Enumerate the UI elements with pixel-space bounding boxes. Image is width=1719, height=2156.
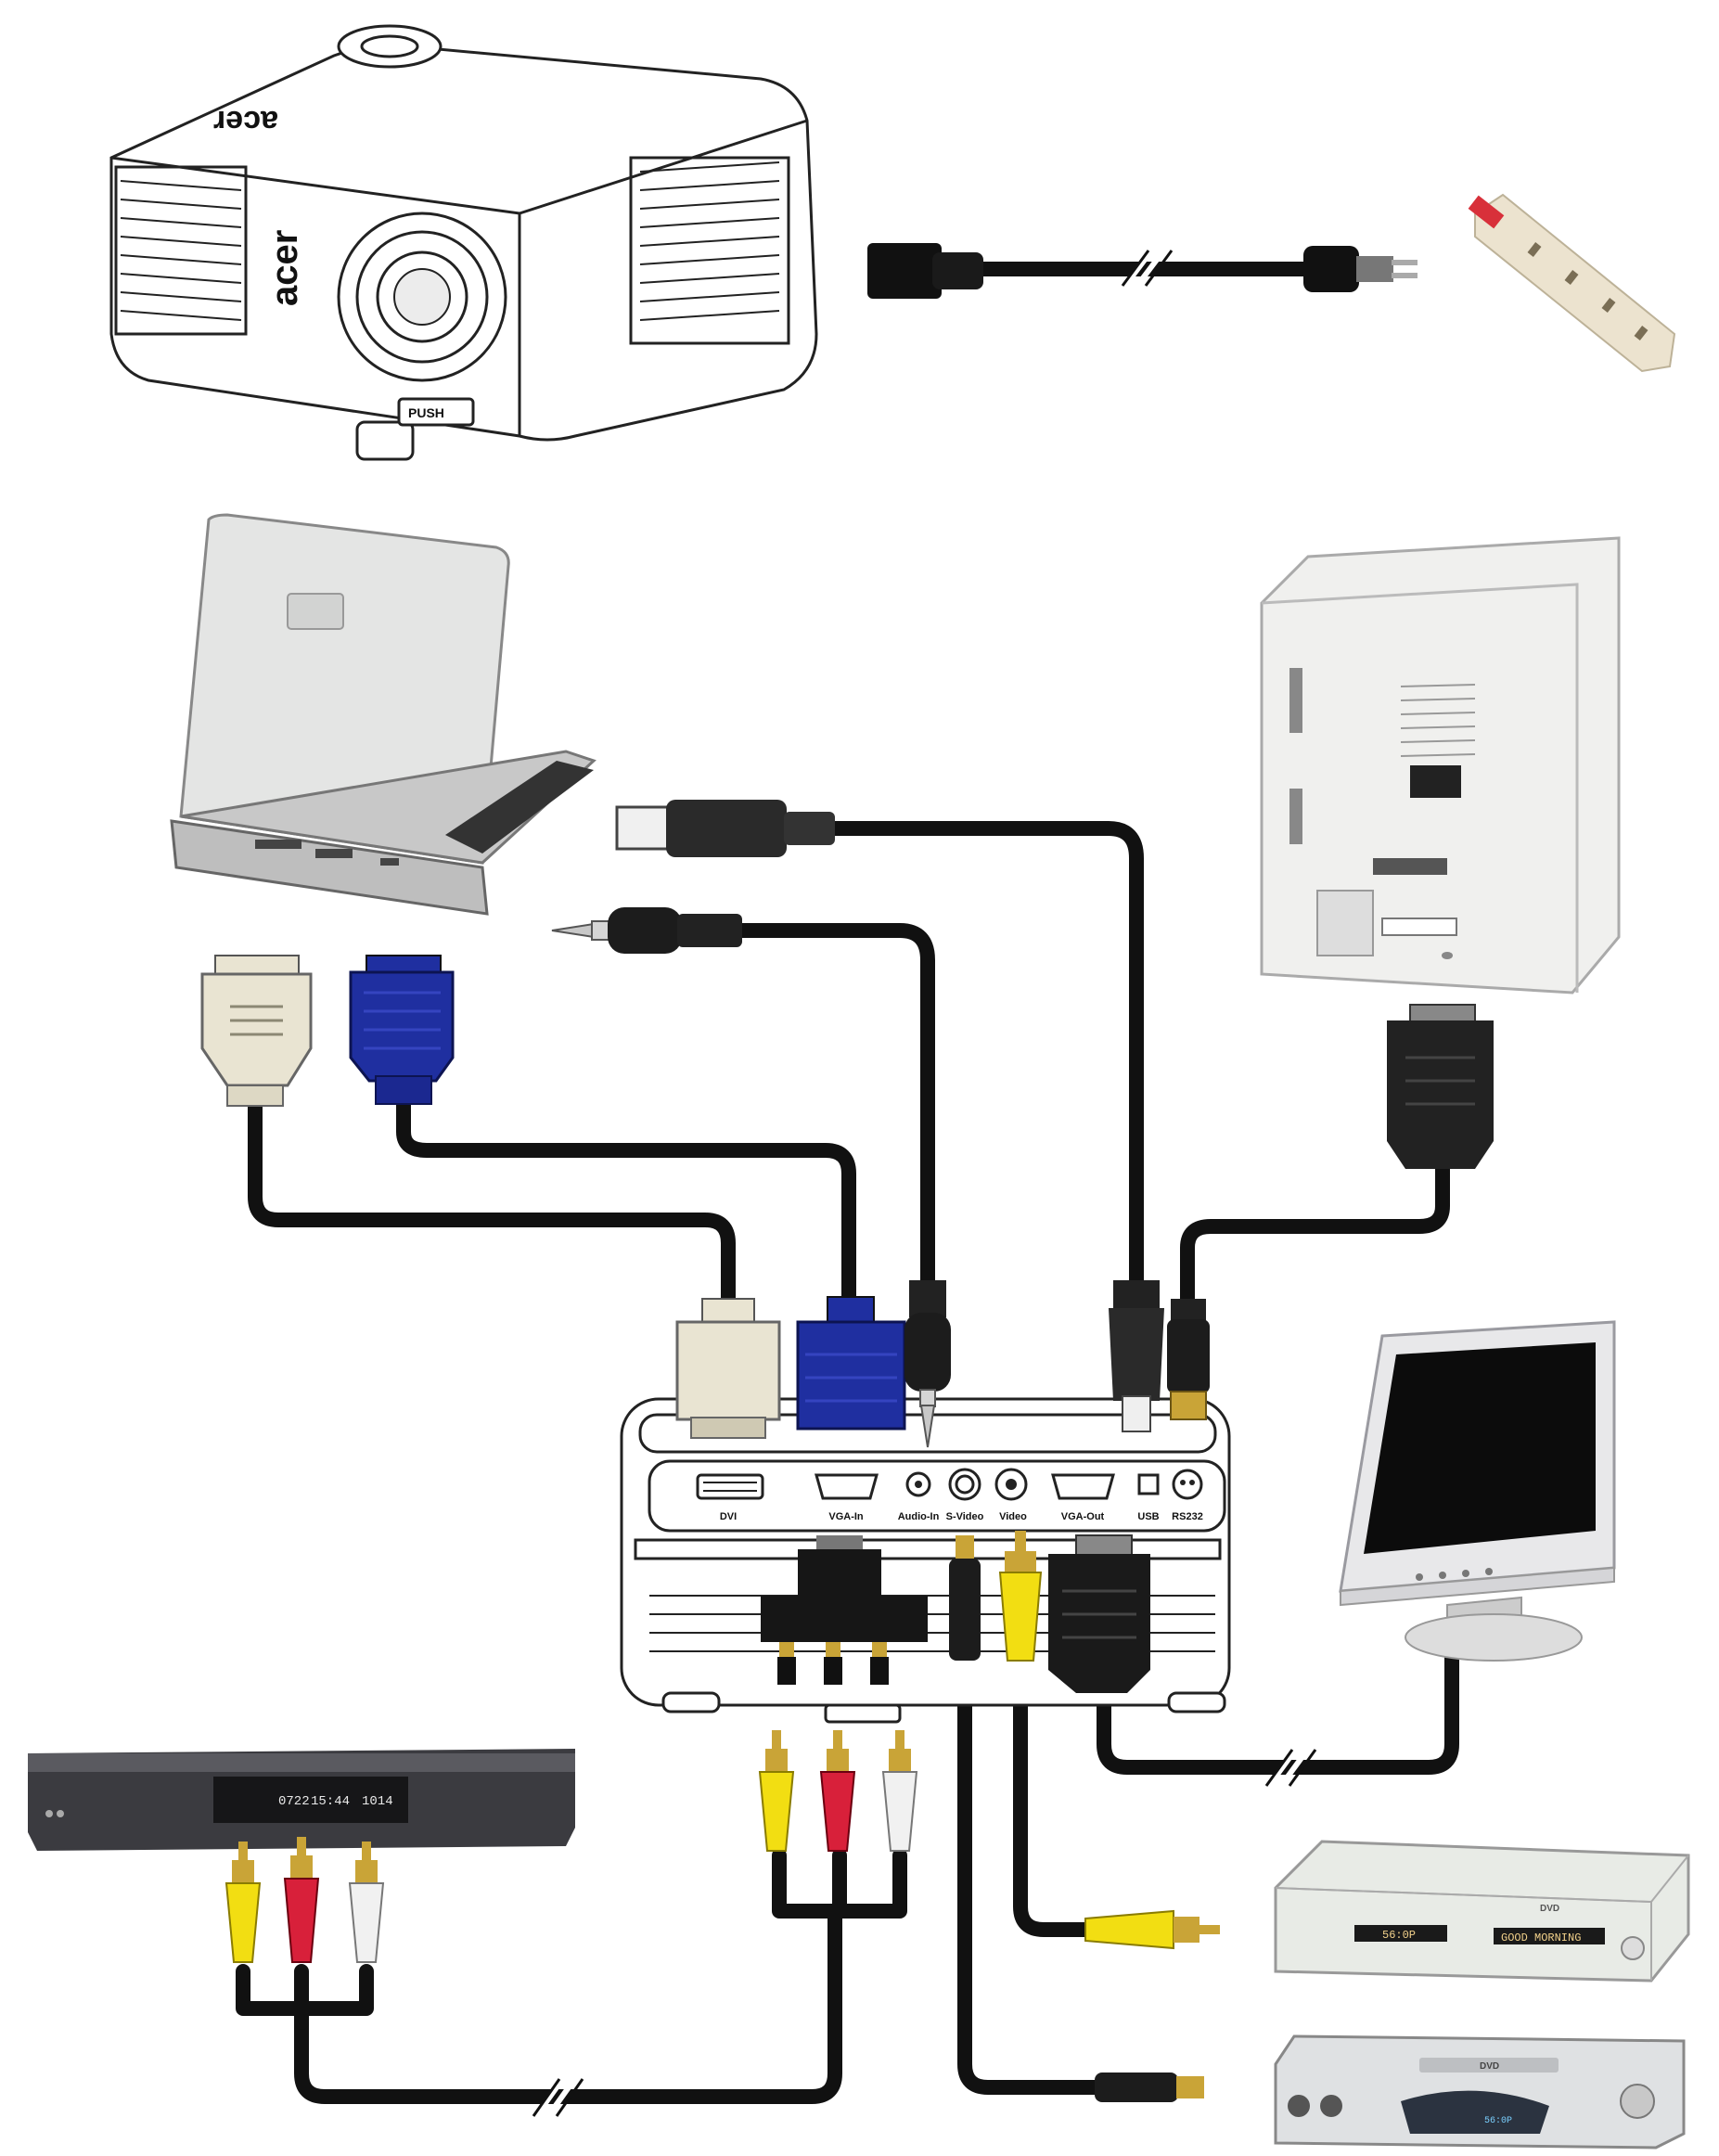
vcr-device: 0722 15:44 1014 (28, 1749, 575, 1851)
laptop-keyboard (445, 761, 594, 853)
audio-plug-source (551, 907, 742, 954)
rca-white-source (348, 1842, 385, 1963)
rs232-plug-panel (1167, 1299, 1210, 1420)
vga-out-connector-panel (1048, 1534, 1150, 1693)
av-cable-branch (236, 1964, 374, 2030)
svideo-plug-dvd (1095, 2073, 1204, 2102)
power-plug (1303, 246, 1418, 292)
vcr-display-0: 0722 (278, 1794, 310, 1809)
projector-lens (337, 212, 507, 382)
dvd2-logo: DVD (1480, 2061, 1499, 2072)
rs232-cable (1180, 1152, 1450, 1306)
port-usb (1137, 1473, 1160, 1495)
vga-connector-panel (796, 1296, 906, 1431)
rs232-connector-source (1387, 1004, 1494, 1169)
composite-cable (1013, 1653, 1097, 1937)
port-vga-in (815, 1473, 879, 1500)
projector-brand: acer (264, 230, 305, 306)
laptop-logo-plate (287, 593, 344, 630)
port-video (994, 1468, 1028, 1501)
dvd1-time: 56:0P (1382, 1929, 1416, 1942)
svideo-plug-panel (949, 1535, 981, 1661)
port-label-vga-in: VGA-In (828, 1511, 864, 1522)
port-label-rs232: RS232 (1172, 1511, 1203, 1522)
port-label-vga-out: VGA-Out (1061, 1511, 1105, 1522)
vcr-display-1: 15:44 (311, 1794, 350, 1809)
cable-break-marks-dark (532, 250, 1317, 2117)
port-label-usb: USB (1137, 1511, 1159, 1522)
port-dvi (696, 1473, 764, 1500)
dvi-connector-source (200, 955, 313, 1107)
dvi-connector-panel (675, 1298, 781, 1439)
dvi-cable (248, 1097, 736, 1306)
vcr-display-2: 1014 (362, 1794, 393, 1809)
tower-vent (1400, 684, 1476, 757)
audio-plug-panel (904, 1280, 951, 1448)
rca-red-source (283, 1837, 320, 1963)
dvd-player-2: DVD 56:0P (1274, 2034, 1686, 2150)
laptop (170, 513, 597, 916)
usb-plug-source (615, 800, 835, 857)
cable-break-marks (535, 250, 1309, 2115)
dvd1-title: GOOD MORNING (1501, 1931, 1581, 1944)
power-connector-iec (867, 243, 983, 299)
port-audio-in (905, 1471, 931, 1497)
desktop-computer (1260, 536, 1621, 995)
port-s-video (948, 1468, 981, 1501)
rca-yellow-dvd (1084, 1909, 1220, 1950)
power-strip (1468, 193, 1676, 373)
vcr-display (213, 1777, 408, 1823)
vga-out-cable (1097, 1644, 1459, 1775)
projector-brand-top: acer (213, 104, 278, 139)
port-label-audio-in: Audio-In (898, 1511, 940, 1522)
adjust-foot: PUSH (355, 397, 475, 461)
left-vent (114, 165, 248, 336)
rca-yellow-source (224, 1842, 262, 1963)
rca-plugs-source (224, 1837, 385, 1963)
power-socket (1410, 765, 1461, 798)
component-adapter (761, 1535, 928, 1685)
audio-cable (725, 923, 935, 1288)
vga-in-cable (396, 1097, 856, 1306)
control-dial (337, 24, 443, 69)
projector: acer acer PUSH (109, 24, 818, 461)
av-cable (294, 1848, 907, 2104)
port-vga-out (1051, 1473, 1115, 1500)
dvd1-logo: DVD (1540, 1904, 1559, 1914)
cables (236, 250, 1459, 2117)
port-label-dvi: DVI (720, 1511, 737, 1522)
rca-white-panel (881, 1730, 918, 1852)
rca-yellow-panel (758, 1730, 795, 1852)
svideo-cable (957, 1653, 1107, 2095)
push-label: PUSH (408, 405, 444, 420)
usb-cable (823, 821, 1144, 1292)
monitor-screen (1364, 1342, 1596, 1554)
port-label-video: Video (999, 1511, 1027, 1522)
rca-plugs-panel (758, 1730, 918, 1852)
composite-plug-panel (998, 1531, 1043, 1662)
vga-connector-source (349, 955, 455, 1105)
port-rs232 (1172, 1469, 1203, 1500)
right-vent (629, 156, 790, 345)
usb-plug-panel (1109, 1280, 1164, 1432)
port-label-s-video: S-Video (946, 1511, 984, 1522)
dvd-player-1: 56:0P GOOD MORNING DVD (1274, 1840, 1690, 1983)
rca-red-panel (819, 1730, 856, 1852)
dvd2-time: 56:0P (1484, 2116, 1512, 2126)
lcd-monitor (1339, 1320, 1616, 1662)
